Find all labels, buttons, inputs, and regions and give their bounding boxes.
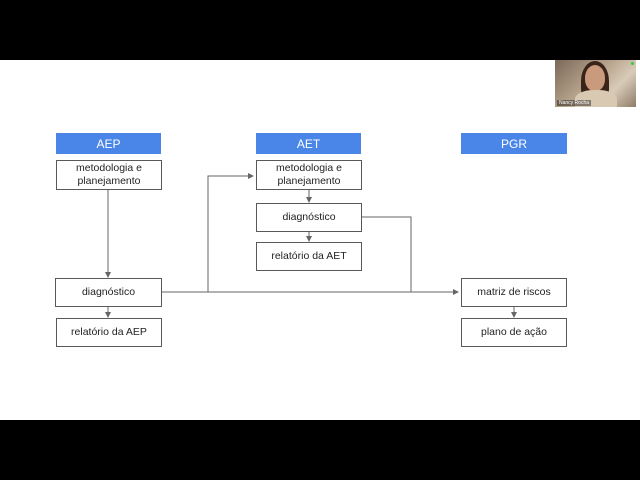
box-aet-relatorio: relatório da AET	[256, 242, 362, 271]
letterbox-top	[0, 0, 640, 60]
flow-connectors	[105, 173, 517, 318]
participant-name: Nancy Rocha	[557, 100, 592, 106]
participant-body	[575, 90, 617, 107]
box-pgr-plano: plano de ação	[461, 318, 567, 347]
box-aep-metodologia-line1: metodologia e	[76, 162, 142, 174]
letterbox-bottom	[0, 420, 640, 480]
header-aep: AEP	[56, 133, 161, 154]
mic-active-icon	[631, 62, 634, 65]
box-aet-metodologia-line2: planejamento	[277, 175, 341, 187]
box-aet-metodologia: metodologia e planejamento	[256, 160, 362, 190]
box-aet-diagnostico: diagnóstico	[256, 203, 362, 232]
connector-aet-diagnostico-to-matriz	[362, 216, 412, 292]
box-pgr-matriz: matriz de riscos	[461, 278, 567, 307]
presentation-slide: AEP AET PGR metodologia e planejamento d…	[0, 60, 640, 420]
header-pgr: PGR	[461, 133, 567, 154]
box-aep-metodologia-line2: planejamento	[77, 175, 141, 187]
box-aep-relatorio: relatório da AEP	[56, 318, 162, 347]
box-aep-metodologia: metodologia e planejamento	[56, 160, 162, 190]
box-aep-diagnostico: diagnóstico	[55, 278, 162, 307]
participant-video-thumbnail[interactable]: Nancy Rocha	[555, 60, 636, 107]
box-aet-metodologia-line1: metodologia e	[276, 162, 342, 174]
header-aet: AET	[256, 133, 361, 154]
participant-face	[585, 65, 605, 91]
connector-aep-diagnostico-to-aet-metodologia	[161, 173, 254, 293]
